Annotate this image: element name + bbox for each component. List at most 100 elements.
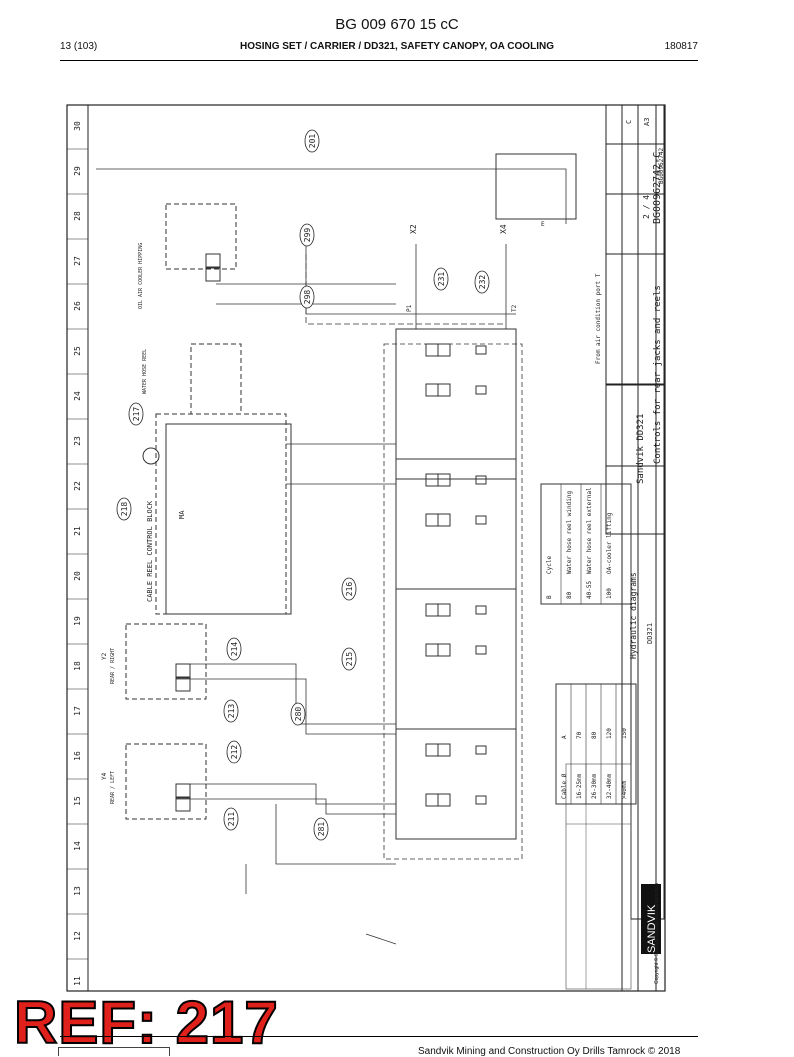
grid-number: 15: [73, 796, 82, 806]
grid-number: 20: [73, 571, 82, 581]
grid-number: 12: [73, 931, 82, 941]
callout-balloon: [433, 267, 449, 291]
p1-label: P1: [406, 304, 413, 312]
x4-label: X4: [499, 224, 508, 234]
callout-balloon: [226, 637, 242, 661]
solenoid: [475, 345, 487, 355]
callout-number: 218: [120, 502, 129, 517]
rear-left-label: REAR / LEFT: [110, 771, 116, 804]
rear-right-label: REAR / RIGHT: [110, 648, 116, 684]
callout-balloon: [299, 285, 315, 309]
callout-number: 201: [308, 134, 317, 149]
valve-spool: [425, 603, 439, 617]
valve-spool: [425, 743, 439, 757]
callout-balloon: [474, 270, 490, 294]
callout-number: 211: [227, 812, 236, 827]
sandvik-logo: SANDVIK: [646, 904, 658, 953]
solenoid: [475, 475, 487, 485]
callout-number: 215: [345, 652, 354, 667]
callout-number: 213: [227, 704, 236, 719]
title-copyright: Copyright © Sandvik Mining and Construct…: [653, 883, 660, 984]
callout-balloon: [290, 702, 306, 726]
callout-balloon: [341, 577, 357, 601]
valve-spool: [425, 343, 439, 357]
ma-label: MA: [178, 510, 186, 519]
cable-cell: >40mm: [621, 781, 628, 799]
cycle-cell: Water hose reel external: [586, 487, 593, 574]
grid-number: 25: [73, 346, 82, 356]
cycle-value: 80: [566, 591, 573, 599]
solenoid: [475, 605, 487, 615]
callout-balloon: [341, 647, 357, 671]
footer-logo: [58, 1047, 170, 1056]
grid-number: 30: [73, 121, 82, 131]
valve-spool: [437, 343, 451, 357]
title-subject: Controls for rear jacks and reels: [653, 285, 663, 464]
page-count: 13 (103): [60, 41, 98, 52]
valve-spool: [437, 383, 451, 397]
callout-balloon: [226, 740, 242, 764]
cable-value: 70: [576, 731, 583, 739]
cycle-value: 40-55: [586, 581, 593, 599]
cycle-value: B: [546, 595, 553, 599]
title-company: Sandvik DD321: [636, 414, 646, 484]
title-size: A3: [643, 118, 651, 126]
doc-number: BG 009 670 15 cC: [335, 16, 459, 33]
hydraulic-diagram: 3029282726252423222120191817161514131211…: [66, 104, 666, 992]
valve-spool: [437, 513, 451, 527]
cable-value: 80: [591, 731, 598, 739]
callout-number: 232: [478, 275, 487, 290]
callout-balloon: [128, 402, 144, 426]
solenoid: [475, 745, 487, 755]
callout-number: 214: [230, 642, 239, 657]
grid-number: 18: [73, 661, 82, 671]
oil-air-cooler-label: OIL AIR COOLER HIPPING: [138, 243, 144, 309]
solenoid: [475, 645, 487, 655]
cable-cell: 26-30mm: [591, 773, 598, 799]
x2-label: X2: [409, 224, 418, 234]
solenoid: [475, 795, 487, 805]
grid-number: 22: [73, 481, 82, 491]
header-rule: [60, 60, 698, 61]
valve-spool: [437, 603, 451, 617]
cycle-cell: Cycle: [546, 556, 553, 574]
callout-number: 217: [132, 407, 141, 422]
callout-number: 299: [303, 228, 312, 243]
callout-balloon: [313, 817, 329, 841]
valve-spool: [437, 473, 451, 487]
grid-number: 16: [73, 751, 82, 761]
cable-cell: 32-40mm: [606, 773, 613, 799]
title-sheet: 2 / 4: [642, 195, 651, 219]
grid-number: 11: [73, 976, 82, 986]
callout-number: 280: [294, 707, 303, 722]
grid-number: 19: [73, 616, 82, 626]
grid-number: 17: [73, 706, 82, 716]
valve-spool: [425, 473, 439, 487]
cycle-value: 100: [606, 588, 613, 599]
cable-value: 150: [621, 728, 628, 739]
cable-value: 120: [606, 728, 613, 739]
solenoid: [475, 385, 487, 395]
valve-spool: [425, 643, 439, 657]
grid-number: 21: [73, 526, 82, 536]
cable-cell: 16-25mm: [576, 773, 583, 799]
callout-balloon: [223, 699, 239, 723]
grid-number: 14: [73, 841, 82, 851]
title-diagram-type: Hydraulic diagrams: [629, 572, 638, 659]
valve-spool: [437, 643, 451, 657]
cable-cell: Cable Ø: [561, 773, 568, 799]
cable-reel-label: CABLE REEL CONTROL BLOCK: [146, 500, 154, 602]
cable-value: A: [561, 735, 568, 739]
page-date: 180817: [664, 41, 698, 52]
title-model: DD321: [646, 623, 654, 644]
cycle-cell: OA-cooler lifting: [606, 512, 613, 574]
callout-number: 212: [230, 745, 239, 760]
cable-table: Cable Ø A 16-25mm 70 26-30mm 80 32-40mm 120 >40m…: [561, 684, 628, 804]
grid-number: 28: [73, 211, 82, 221]
callout-balloon: [223, 807, 239, 831]
valve-spool: [425, 383, 439, 397]
callout-number: 281: [317, 822, 326, 837]
callout-balloon: [299, 223, 315, 247]
